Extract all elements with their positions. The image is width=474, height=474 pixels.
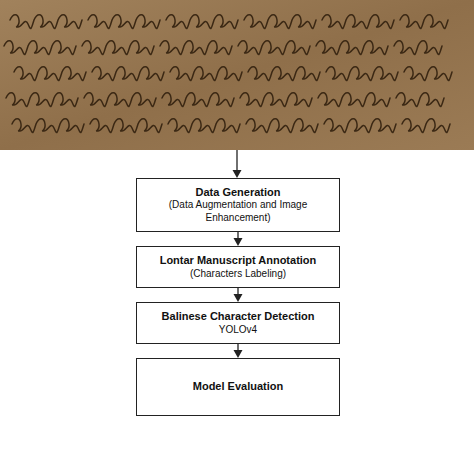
flow-arrow	[234, 288, 243, 302]
box-title: Model Evaluation	[193, 380, 283, 394]
box-title: Balinese Character Detection	[162, 310, 315, 324]
box-subtitle: (Characters Labeling)	[190, 268, 286, 281]
flow-arrow	[234, 232, 243, 246]
flow-arrow	[234, 344, 243, 358]
process-box: Model Evaluation	[136, 358, 340, 416]
process-box: Data Generation(Data Augmentation and Im…	[136, 178, 340, 232]
process-box: Lontar Manuscript Annotation(Characters …	[136, 246, 340, 288]
box-title: Lontar Manuscript Annotation	[160, 254, 317, 268]
box-title: Data Generation	[196, 186, 281, 200]
process-box: Balinese Character DetectionYOLOv4	[136, 302, 340, 344]
box-subtitle: (Data Augmentation and Image Enhancement…	[145, 199, 331, 224]
box-subtitle: YOLOv4	[219, 324, 257, 337]
